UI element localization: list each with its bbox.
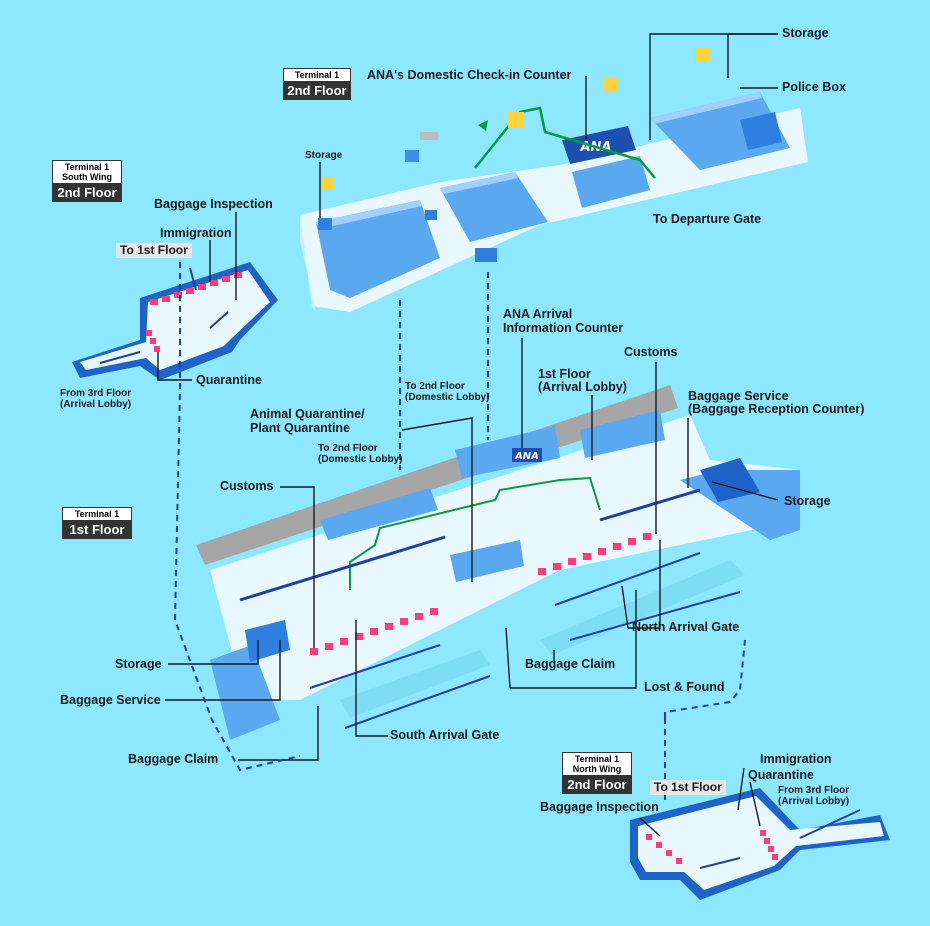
label-storage-top-left: Storage <box>305 150 343 161</box>
label-animal-quarantine: Animal Quarantine/ Plant Quarantine <box>250 407 365 435</box>
label-customs-left: Customs <box>220 479 274 493</box>
leader-lines <box>157 33 779 837</box>
label-to-departure-gate: To Departure Gate <box>653 212 762 226</box>
ana-logo-bottom: ANA <box>514 451 539 462</box>
label-quarantine-south: Quarantine <box>196 373 262 387</box>
floor-box-t1-2f: Terminal 1 2nd Floor <box>283 68 351 100</box>
north-wing-plan <box>630 788 890 900</box>
floor-box-floor: 2nd Floor <box>52 184 122 202</box>
floor-box-north-2f: Terminal 1 North Wing 2nd Floor <box>562 752 632 794</box>
label-from-3rd-south: From 3rd Floor (Arrival Lobby) <box>60 388 132 410</box>
label-from-3rd-north: From 3rd Floor (Arrival Lobby) <box>778 785 850 807</box>
floor-box-floor: 2nd Floor <box>283 82 351 100</box>
second-floor-plan: ANA <box>300 48 808 312</box>
label-baggage-service-left: Baggage Service <box>60 693 161 707</box>
label-to-1st-floor-north: To 1st Floor <box>650 780 726 795</box>
floor-box-terminal: Terminal 1 South Wing <box>52 160 122 184</box>
label-to-2nd-floor-left: To 2nd Floor (Domestic Lobby) <box>318 443 403 465</box>
label-to-2nd-floor-right: To 2nd Floor (Domestic Lobby) <box>405 381 490 403</box>
south-wing-plan <box>72 262 278 380</box>
first-floor-plan: ANA <box>196 385 800 740</box>
label-baggage-inspection-south: Baggage Inspection <box>154 197 273 211</box>
floor-box-terminal: Terminal 1 North Wing <box>562 752 632 776</box>
label-immigration-north: Immigration <box>760 752 832 766</box>
label-customs-right: Customs <box>624 345 678 359</box>
floor-box-floor: 1st Floor <box>62 521 132 539</box>
label-storage-right: Storage <box>784 494 831 508</box>
label-south-arrival-gate: South Arrival Gate <box>390 728 500 742</box>
label-police-box: Police Box <box>782 80 846 94</box>
floor-box-floor: 2nd Floor <box>562 776 632 794</box>
label-ana-arrival-info: ANA Arrival Information Counter <box>503 307 624 335</box>
label-first-floor-arrival: 1st Floor (Arrival Lobby) <box>538 367 627 394</box>
label-to-1st-floor-south: To 1st Floor <box>116 243 192 258</box>
label-immigration-south: Immigration <box>160 226 232 240</box>
floor-box-t1-1f: Terminal 1 1st Floor <box>62 507 132 539</box>
label-lost-found: Lost & Found <box>644 680 725 694</box>
label-ana-checkin: ANA's Domestic Check-in Counter <box>367 68 572 82</box>
label-baggage-service-reception: Baggage Service (Baggage Reception Count… <box>688 389 865 416</box>
floor-box-terminal: Terminal 1 <box>62 507 132 521</box>
label-baggage-claim-left: Baggage Claim <box>128 752 219 766</box>
floor-box-south-2f: Terminal 1 South Wing 2nd Floor <box>52 160 122 202</box>
label-baggage-inspection-north: Baggage Inspection <box>540 800 659 814</box>
label-storage-left: Storage <box>115 657 162 671</box>
floor-box-terminal: Terminal 1 <box>283 68 351 82</box>
label-quarantine-north: Quarantine <box>748 768 814 782</box>
label-baggage-claim-mid: Baggage Claim <box>525 657 616 671</box>
label-north-arrival-gate: North Arrival Gate <box>632 620 740 634</box>
label-storage-top-right: Storage <box>782 26 829 40</box>
